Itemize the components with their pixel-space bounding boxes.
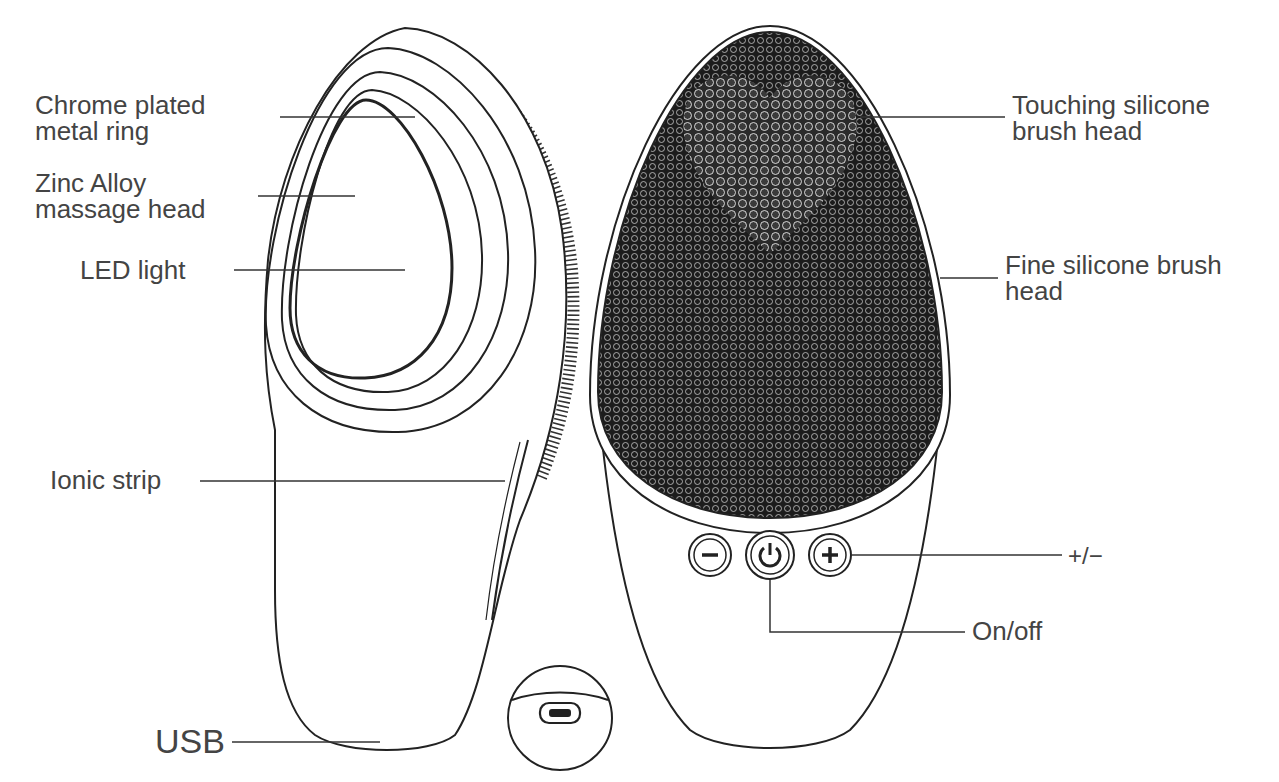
part-label: Fine silicone brush head bbox=[1005, 252, 1235, 304]
usb-port-detail bbox=[508, 666, 612, 770]
side-view-device bbox=[265, 28, 574, 750]
part-label: LED light bbox=[80, 257, 240, 283]
part-label: Ionic strip bbox=[50, 467, 210, 493]
part-label: Zinc Alloy massage head bbox=[35, 170, 235, 222]
part-label: On/off bbox=[972, 618, 1092, 644]
part-label: +/− bbox=[1068, 544, 1138, 568]
part-label: USB bbox=[155, 724, 245, 758]
part-label: Chrome plated metal ring bbox=[35, 92, 275, 144]
front-view-device bbox=[590, 26, 950, 748]
part-label: Touching silicone brush head bbox=[1012, 92, 1274, 144]
leader-lines bbox=[200, 117, 1062, 742]
